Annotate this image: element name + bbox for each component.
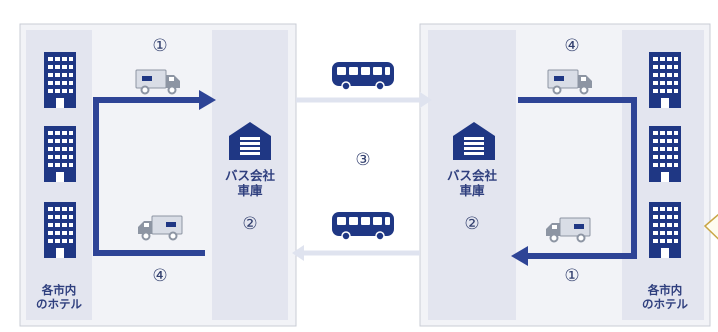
left-route-arrow <box>93 97 205 256</box>
arrowhead-icon <box>420 92 432 108</box>
arrowhead-icon <box>511 246 528 266</box>
left-hotels-label: 各市内 のホテル <box>36 283 82 311</box>
left-depot-column <box>212 30 288 320</box>
right-depot-label: バス会社 車庫 <box>446 168 497 198</box>
step-number-top-right: ④ <box>564 36 580 56</box>
hotel-building-icon <box>44 126 76 182</box>
right-hotels-label: 各市内 のホテル <box>642 283 688 311</box>
hotel-building-icon <box>44 52 76 108</box>
right-depot-step: ② <box>464 214 480 234</box>
step-number-bottom-left: ④ <box>152 266 168 286</box>
arrowhead-icon <box>292 245 304 261</box>
hotel-building-icon <box>649 202 681 258</box>
step-number-top-left: ① <box>152 36 168 56</box>
hotel-building-icon <box>649 126 681 182</box>
bus-icon <box>331 211 395 241</box>
right-depot-column <box>428 30 516 320</box>
left-depot-step: ② <box>242 214 258 234</box>
hotel-building-icon <box>44 202 76 258</box>
bus-icon <box>331 61 395 91</box>
hotel-building-icon <box>649 52 681 108</box>
right-route-arrow <box>518 97 637 259</box>
step-number-middle: ③ <box>355 150 371 170</box>
arrowhead-icon <box>199 90 216 110</box>
speech-bubble <box>703 213 718 240</box>
left-depot-label: バス会社 車庫 <box>224 168 275 198</box>
step-number-bottom-right: ① <box>564 266 580 286</box>
